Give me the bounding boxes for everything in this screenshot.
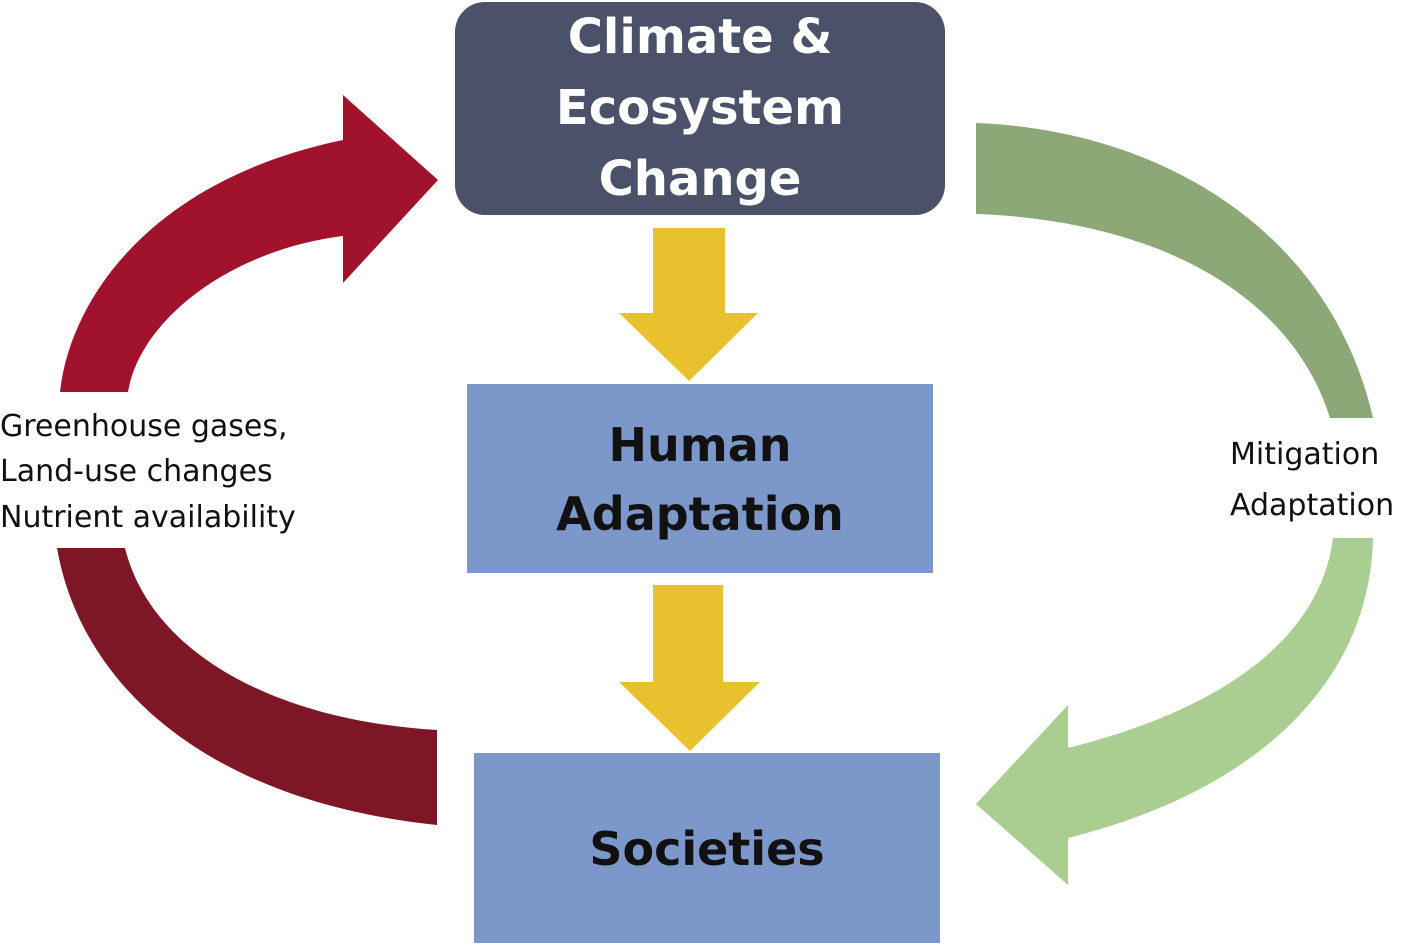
left-label-line3: Nutrient availability xyxy=(0,500,296,535)
arrow-adaptation-to-societies xyxy=(619,585,760,751)
green-lower-arrow xyxy=(976,538,1373,885)
red-lower-band xyxy=(57,548,437,825)
right-label-line2: Adaptation xyxy=(1230,488,1394,523)
climate-box-title-line1: Climate & xyxy=(568,9,833,65)
human-adaptation-box: Human Adaptation xyxy=(467,384,933,573)
left-label: Greenhouse gases, Land-use changes Nutri… xyxy=(0,409,296,535)
right-label: Mitigation Adaptation xyxy=(1230,437,1394,523)
societies-box: Societies xyxy=(474,753,940,943)
climate-ecosystem-box: Climate & Ecosystem Change xyxy=(455,2,945,215)
red-upper-arrow xyxy=(60,95,438,392)
left-label-line1: Greenhouse gases, xyxy=(0,409,288,444)
climate-box-title-line2: Ecosystem xyxy=(556,80,844,136)
right-label-line1: Mitigation xyxy=(1230,437,1379,472)
societies-box-shape xyxy=(474,753,940,943)
adaptation-box-title-line1: Human xyxy=(609,418,792,472)
adaptation-box-title-line2: Adaptation xyxy=(556,487,844,541)
climate-box-shape xyxy=(455,2,945,215)
arrow-climate-to-adaptation xyxy=(619,228,758,381)
societies-box-title: Societies xyxy=(589,822,824,876)
climate-box-title-line3: Change xyxy=(599,151,802,207)
left-label-line2: Land-use changes xyxy=(0,454,273,489)
adaptation-box-shape xyxy=(467,384,933,573)
green-upper-band xyxy=(976,123,1373,418)
